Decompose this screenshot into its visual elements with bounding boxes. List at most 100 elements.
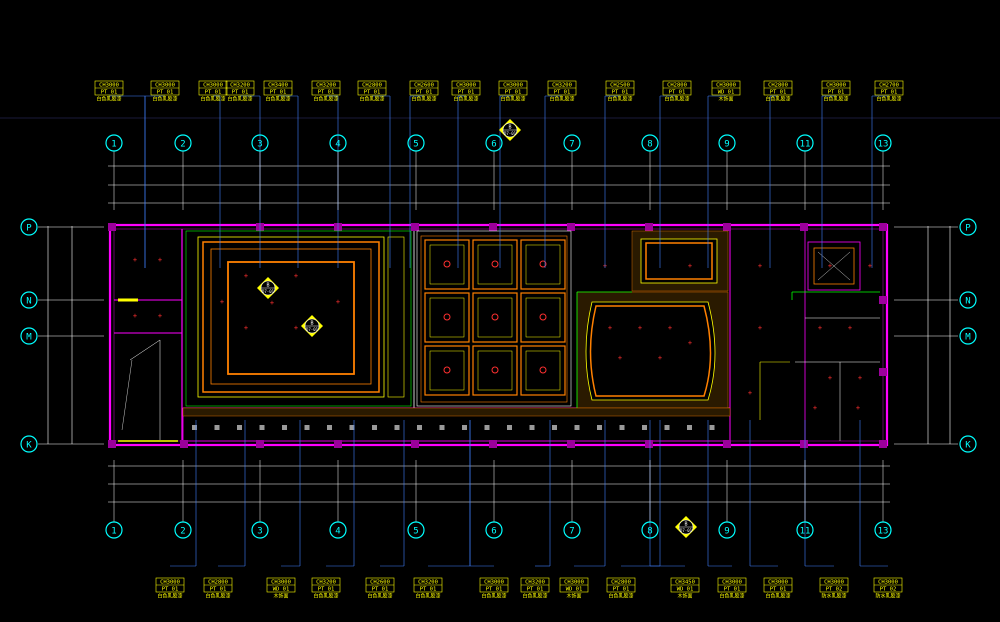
axis-bubble-top: 7 xyxy=(563,134,581,152)
tag-height: CH3000 xyxy=(484,580,504,586)
tag-note: 白色乳胶漆 xyxy=(664,96,689,103)
tag-code: PT 01 xyxy=(364,90,381,96)
bubble-circle xyxy=(329,134,347,152)
tag-code: PT 01 xyxy=(318,90,335,96)
corridor-light xyxy=(372,425,377,430)
bubble-circle xyxy=(718,521,736,539)
axis-bubble-top: 1 xyxy=(105,134,123,152)
tag-height: CH3000 xyxy=(716,83,736,89)
section-ref: D7-01 xyxy=(262,289,275,294)
coffer-outer xyxy=(424,239,470,290)
tag-height: CH3000 xyxy=(203,83,223,89)
bubble-circle xyxy=(563,134,581,152)
bubble-label: N xyxy=(965,297,970,307)
bubble-label: 3 xyxy=(257,140,262,150)
tag-note: 白色乳胶漆 xyxy=(367,593,392,600)
downlight: + xyxy=(133,256,137,264)
downlight: + xyxy=(828,262,832,270)
axis-bubble-top: 2 xyxy=(174,134,192,152)
tag-note: 白色乳胶漆 xyxy=(359,96,384,103)
axis-bubble-bottom: 6 xyxy=(485,521,503,539)
coffer-light xyxy=(443,260,451,268)
tag-code: WD 01 xyxy=(677,587,694,593)
tag-code: PT 02 xyxy=(826,587,843,593)
tag-height: CH3000 xyxy=(503,83,523,89)
bubble-circle xyxy=(105,521,123,539)
downlights: ++++++++++++++++++++++++++++++ xyxy=(133,256,872,412)
tag-code: PT 01 xyxy=(372,587,389,593)
axis-bubble-bottom: 7 xyxy=(563,521,581,539)
bubble-label: 6 xyxy=(491,140,496,150)
tag-code: PT 01 xyxy=(416,90,433,96)
corridor-light xyxy=(394,425,400,430)
section-marker: BD7-01 xyxy=(257,277,279,299)
bubble-circle xyxy=(251,134,269,152)
bubble-label: 2 xyxy=(180,140,185,150)
tag-note: 白色乳胶漆 xyxy=(227,96,252,103)
coffer-light xyxy=(539,260,547,268)
bubble-label: 9 xyxy=(724,527,729,537)
corridor-light xyxy=(597,425,602,430)
bubble-circle xyxy=(796,134,814,152)
corridor-light xyxy=(259,425,265,430)
corridor-light xyxy=(282,425,287,430)
coffer-light xyxy=(491,313,499,321)
downlight: + xyxy=(608,324,612,332)
tag-code: PT 01 xyxy=(420,587,437,593)
section-marker: BD7-01 xyxy=(675,516,697,538)
coffer-light xyxy=(539,366,547,374)
tag-note: 白色乳胶漆 xyxy=(157,593,182,600)
bubble-circle xyxy=(959,218,977,236)
tag-height: CH3000 xyxy=(878,580,898,586)
downlight: + xyxy=(868,262,872,270)
bubble-circle xyxy=(959,435,977,453)
bubble-label: 11 xyxy=(800,527,811,537)
tag-height: CH3000 xyxy=(155,83,175,89)
downlight: + xyxy=(658,354,662,362)
tag-height: CH2800 xyxy=(667,83,687,89)
tag-code: PT 01 xyxy=(613,587,630,593)
section-ref: D7-01 xyxy=(504,131,517,136)
tag-code: PT 02 xyxy=(880,587,897,593)
tag-height: CH2800 xyxy=(362,83,382,89)
tag-code: PT 01 xyxy=(210,587,227,593)
bubble-label: 8 xyxy=(647,527,652,537)
bubble-label: 5 xyxy=(413,140,418,150)
tag-code: PT 01 xyxy=(770,90,787,96)
bubble-label: 3 xyxy=(257,527,262,537)
bubble-label: 13 xyxy=(878,140,889,150)
corridor-light xyxy=(619,425,625,430)
coffer-light xyxy=(491,260,499,268)
tag-note: 白色乳胶漆 xyxy=(823,96,848,103)
axis-bubble-top: 6 xyxy=(485,134,503,152)
tag-note: 白色乳胶漆 xyxy=(96,96,121,103)
coffer-light xyxy=(539,313,547,321)
axis-bubble-bottom: 11 xyxy=(796,521,814,539)
coffer-outer xyxy=(424,292,470,343)
coffer-outer xyxy=(520,239,566,290)
tag-note: 白色乳胶漆 xyxy=(522,593,547,600)
coffer-outer xyxy=(520,345,566,396)
bubble-label: 8 xyxy=(647,140,652,150)
tag-height: CH3000 xyxy=(722,580,742,586)
downlight: + xyxy=(220,298,224,306)
tag-note: 白色乳胶漆 xyxy=(411,96,436,103)
rooms-right xyxy=(121,241,880,441)
tag-height: CH3000 xyxy=(826,83,846,89)
section-number: B xyxy=(684,522,687,528)
coffered-ceiling-left xyxy=(185,230,412,407)
tag-height: CH2800 xyxy=(768,83,788,89)
tag-note: 白色乳胶漆 xyxy=(719,593,744,600)
bubble-circle xyxy=(641,134,659,152)
tag-note: 白色乳胶漆 xyxy=(500,96,525,103)
downlight: + xyxy=(828,374,832,382)
